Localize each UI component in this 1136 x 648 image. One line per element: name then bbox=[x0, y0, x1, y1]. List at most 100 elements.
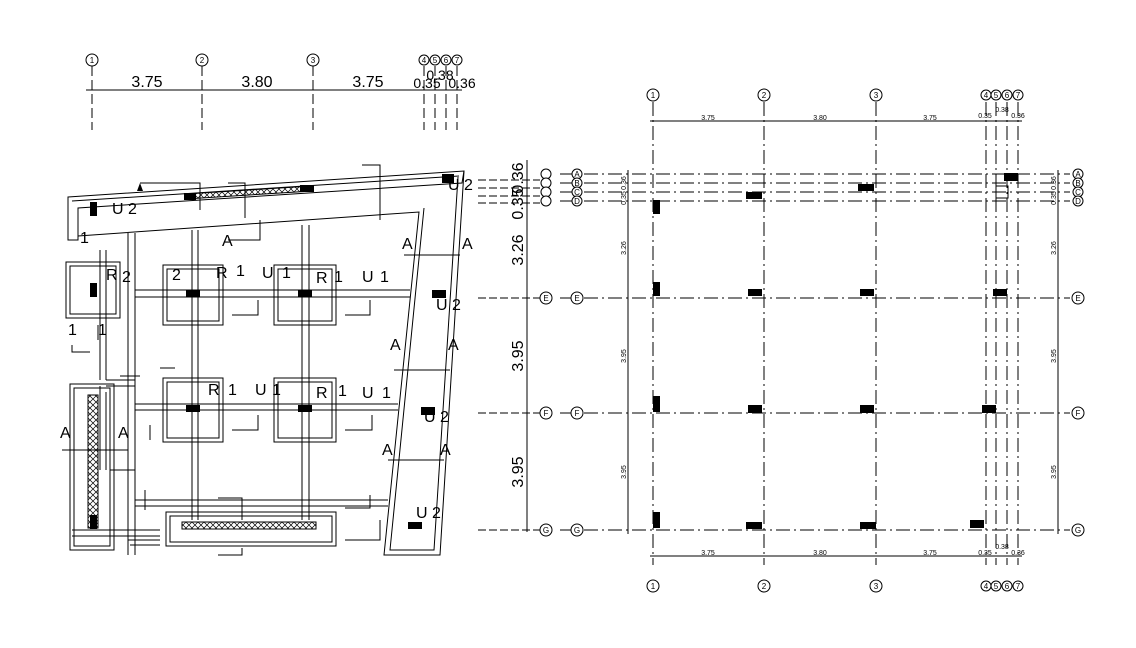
right-top-dim-3-75-a: 3.75 bbox=[701, 115, 715, 122]
label-r: R bbox=[316, 270, 328, 287]
right-top-axis-bubbles: 1 2 3 4 5 6 7 bbox=[646, 88, 1024, 102]
svg-text:F: F bbox=[544, 409, 549, 418]
right-bottom-bubble-7: 7 bbox=[1012, 580, 1024, 592]
svg-text:3: 3 bbox=[874, 91, 879, 100]
svg-text:F: F bbox=[575, 409, 580, 418]
left-top-dimension: 3.75 3.80 3.75 0.35 0.38 0.36 bbox=[86, 66, 476, 130]
svg-text:3: 3 bbox=[874, 582, 879, 591]
svg-text:G: G bbox=[1075, 526, 1081, 535]
label-2: 2 bbox=[122, 269, 131, 286]
right-top-bubble-4: 4 bbox=[980, 89, 992, 101]
column bbox=[748, 405, 762, 413]
svg-text:A: A bbox=[574, 170, 580, 179]
right-top-dim-3-80: 3.80 bbox=[813, 115, 827, 122]
label-a: A bbox=[402, 236, 413, 253]
column bbox=[653, 396, 660, 412]
left-hatched-beams bbox=[87, 185, 317, 530]
left-dim-0-36: 0.36 bbox=[448, 75, 475, 91]
svg-text:C: C bbox=[574, 188, 580, 197]
right-left-bubble-d: D bbox=[571, 195, 583, 207]
right-top-bubble-6: 6 bbox=[1001, 89, 1013, 101]
column bbox=[653, 282, 660, 296]
column bbox=[860, 405, 874, 413]
label-a: A bbox=[462, 236, 473, 253]
right-top-bubble-5: 5 bbox=[990, 89, 1002, 101]
svg-text:E: E bbox=[574, 294, 579, 303]
svg-text:1: 1 bbox=[651, 91, 656, 100]
svg-text:4: 4 bbox=[984, 582, 989, 591]
left-axis-bubble-3: 3 bbox=[306, 53, 320, 67]
label-u: U bbox=[255, 382, 267, 399]
column bbox=[970, 520, 984, 528]
left-footing-labels: U 2 U 2 U 2 U 2 U 2 R R R R R U U U U 2 … bbox=[60, 177, 473, 522]
left-axis-bubble-7: 7 bbox=[451, 54, 463, 66]
column bbox=[860, 289, 874, 296]
left-dim-3-75-b: 3.75 bbox=[352, 74, 383, 91]
right-bottom-bubble-3: 3 bbox=[869, 579, 883, 593]
label-a: A bbox=[60, 425, 71, 442]
right-bottom-dim-0-35: 0.35 bbox=[978, 550, 992, 557]
right-bottom-bubble-5: 5 bbox=[990, 580, 1002, 592]
left-side-dim-0-35: 0.35 bbox=[510, 188, 527, 219]
right-right-bubble-g: G bbox=[1071, 523, 1085, 537]
svg-text:7: 7 bbox=[455, 56, 460, 65]
svg-text:G: G bbox=[574, 526, 580, 535]
right-bottom-dim-0-36: 0.36 bbox=[1011, 550, 1025, 557]
column-outline bbox=[995, 185, 1009, 199]
left-axis-bubble-6: 6 bbox=[440, 54, 452, 66]
svg-text:2: 2 bbox=[762, 91, 767, 100]
label-1: 1 bbox=[272, 382, 281, 399]
label-1: 1 bbox=[382, 385, 391, 402]
left-axis-bubble-1: 1 bbox=[85, 53, 99, 67]
column bbox=[858, 184, 874, 191]
label-r: R bbox=[216, 265, 228, 282]
left-side-dim-3-26: 3.26 bbox=[510, 234, 527, 265]
left-foundation-plan: 1 2 3 4 5 6 7 3.75 3.80 3.75 0.35 0.38 0… bbox=[60, 53, 553, 556]
label-2: 2 bbox=[172, 267, 181, 284]
left-side-dim-0-36: 0.36 bbox=[510, 162, 527, 193]
svg-text:E: E bbox=[1075, 294, 1080, 303]
right-side-dim-3-26-r: 3.26 bbox=[1051, 241, 1058, 255]
right-side-dim-3-95-b-r: 3.95 bbox=[1051, 465, 1058, 479]
label-u2-right-mid: U 2 bbox=[436, 297, 461, 314]
right-top-bubble-2: 2 bbox=[757, 88, 771, 102]
svg-text:6: 6 bbox=[444, 56, 449, 65]
right-small-dim-0-36-r: 0.36 bbox=[1051, 176, 1058, 190]
left-axis-bubble-2: 2 bbox=[195, 53, 209, 67]
column bbox=[982, 405, 996, 413]
right-top-bubble-7: 7 bbox=[1012, 89, 1024, 101]
svg-text:7: 7 bbox=[1016, 582, 1021, 591]
label-a: A bbox=[382, 442, 393, 459]
svg-text:C: C bbox=[1075, 188, 1081, 197]
column bbox=[653, 512, 660, 528]
right-bottom-dim-3-75-b: 3.75 bbox=[923, 550, 937, 557]
right-right-bubble-c: C bbox=[1072, 186, 1084, 198]
right-bottom-dim-3-75-a: 3.75 bbox=[701, 550, 715, 557]
right-bottom-bubble-1: 1 bbox=[646, 579, 660, 593]
right-columns bbox=[653, 173, 1018, 529]
column bbox=[860, 522, 876, 529]
svg-text:B: B bbox=[574, 179, 579, 188]
right-bottom-bubble-6: 6 bbox=[1001, 580, 1013, 592]
right-bottom-bubble-4: 4 bbox=[980, 580, 992, 592]
right-grid-vertical bbox=[652, 102, 1019, 565]
svg-text:7: 7 bbox=[1016, 91, 1021, 100]
column bbox=[1004, 173, 1018, 181]
right-right-bubble-e: E bbox=[1071, 291, 1085, 305]
right-right-bubble-d: D bbox=[1072, 195, 1084, 207]
column bbox=[746, 192, 762, 199]
left-axis-bubble-4: 4 bbox=[418, 54, 430, 66]
right-side-dim-3-26-l: 3.26 bbox=[621, 241, 628, 255]
label-1: 1 bbox=[236, 263, 245, 280]
svg-text:3: 3 bbox=[311, 56, 316, 65]
right-top-dim-0-38: 0.38 bbox=[995, 107, 1009, 114]
label-u: U bbox=[362, 385, 374, 402]
svg-text:B: B bbox=[1075, 179, 1080, 188]
label-a: A bbox=[440, 442, 451, 459]
label-r: R bbox=[316, 385, 328, 402]
right-right-bubble-f: F bbox=[1071, 406, 1085, 420]
label-a: A bbox=[448, 337, 459, 354]
svg-text:4: 4 bbox=[984, 91, 989, 100]
right-grid-horizontal bbox=[560, 173, 1070, 531]
label-u2-right-low: U 2 bbox=[424, 409, 449, 426]
